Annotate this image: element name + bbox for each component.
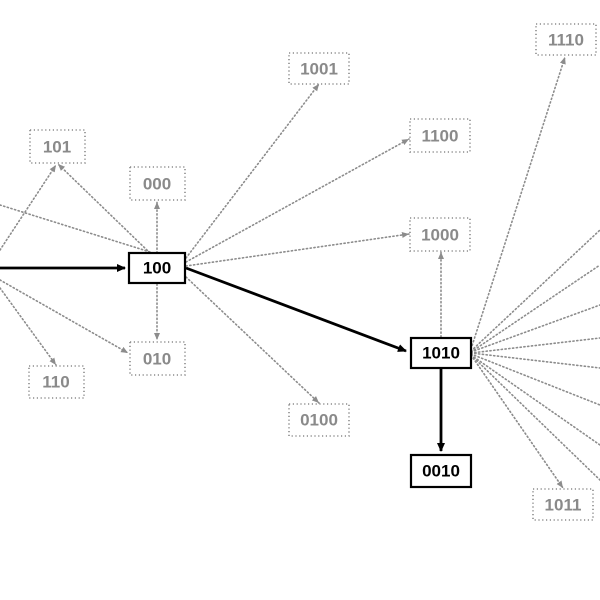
edge-1010-to-1110 <box>470 56 566 350</box>
node-100: 100 <box>127 251 187 285</box>
node-1010-label: 1010 <box>422 344 460 363</box>
node-1110-label: 1110 <box>548 31 584 50</box>
edge-1010-fan-4 <box>470 337 600 354</box>
node-1000: 1000 <box>409 217 471 252</box>
node-110: 110 <box>28 365 85 399</box>
node-1010: 1010 <box>409 336 473 370</box>
node-0100: 0100 <box>288 403 350 437</box>
node-1001: 1001 <box>288 52 350 85</box>
node-1011-label: 1011 <box>545 496 582 515</box>
node-1000-label: 1000 <box>421 226 459 245</box>
node-000: 000 <box>129 166 186 201</box>
edge-100-to-0100 <box>185 276 320 404</box>
node-0010-label: 0010 <box>422 462 460 481</box>
node-0100-label: 0100 <box>300 411 338 430</box>
node-1100-label: 1100 <box>422 127 459 146</box>
edge-1010-fan-2 <box>470 264 600 353</box>
node-101: 101 <box>29 129 86 164</box>
edge-1010-fan-8 <box>470 354 600 481</box>
edge-left-to-100 <box>0 204 151 253</box>
edge-100-to-1000 <box>185 232 410 267</box>
edge-1010-to-1011 <box>470 354 564 489</box>
node-000-label: 000 <box>143 175 171 194</box>
edge-1010-fan-5 <box>470 352 600 369</box>
node-101-label: 101 <box>43 138 71 157</box>
node-0010: 0010 <box>409 453 473 489</box>
edge-1010-fan-7 <box>470 354 600 446</box>
edge-left-to-110 <box>0 287 57 366</box>
edge-1010-fan-1 <box>470 229 600 352</box>
node-1001-label: 1001 <box>300 60 338 79</box>
explored-edges <box>0 56 600 489</box>
node-010-label: 010 <box>143 350 171 369</box>
edge-100-to-1010 <box>185 266 407 353</box>
edge-1010-fan-3 <box>470 304 600 353</box>
solution-path <box>0 264 445 452</box>
node-1110: 1110 <box>535 23 597 56</box>
edge-100-to-101 <box>57 163 151 254</box>
node-1100: 1100 <box>409 118 471 153</box>
node-010: 010 <box>129 341 186 376</box>
edge-100-to-1100 <box>185 138 410 263</box>
node-110-label: 110 <box>42 373 69 392</box>
node-1011: 1011 <box>532 488 594 521</box>
edge-left-to-010 <box>0 279 129 354</box>
node-100-label: 100 <box>143 259 171 278</box>
edge-1010-fan-6 <box>470 353 600 406</box>
edge-left-to-101 <box>0 164 57 251</box>
edge-100-to-1001 <box>185 83 320 259</box>
